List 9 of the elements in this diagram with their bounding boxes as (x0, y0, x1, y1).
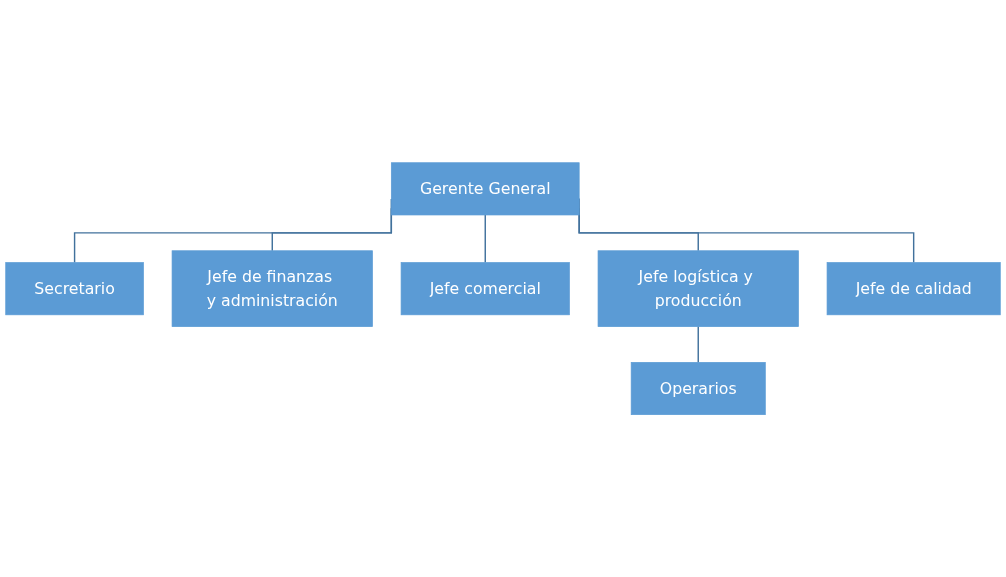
node-box: Jefe comercial (400, 262, 570, 315)
node-box: Gerente General (390, 162, 580, 216)
node-box: Operarios (630, 361, 766, 415)
connector (484, 214, 486, 264)
node-box: Jefe de finanzas y administración (171, 250, 373, 327)
node-box: Jefe de calidad (826, 262, 1001, 315)
node-box: Secretario (5, 262, 144, 315)
node-box: Jefe logística y producción (597, 250, 799, 327)
connector (697, 325, 699, 363)
